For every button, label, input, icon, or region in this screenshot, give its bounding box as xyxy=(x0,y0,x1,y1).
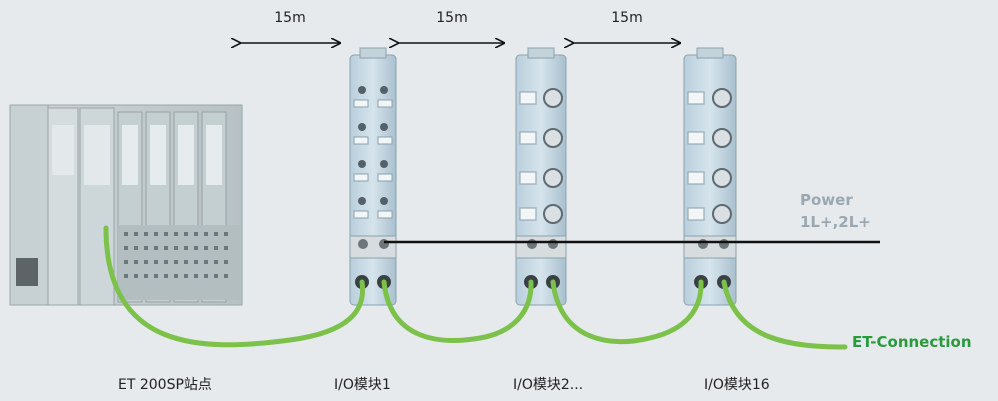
distance-label-1: 15m xyxy=(274,10,306,26)
module1-label: I/O模块1 xyxy=(334,377,391,393)
et-connection-cable xyxy=(103,225,848,350)
io-module-16 xyxy=(683,47,737,306)
station-label: ET 200SP站点 xyxy=(118,377,212,393)
module2-label: I/O模块2... xyxy=(513,377,584,393)
io-module-2 xyxy=(515,47,567,306)
power-label: Power 1L+,2L+ xyxy=(800,189,871,233)
power-label-line1: Power xyxy=(800,191,853,209)
et-connection-label: ET-Connection xyxy=(852,333,972,351)
et200sp-station xyxy=(9,104,243,306)
io-module-1 xyxy=(349,47,397,306)
distance-label-2: 15m xyxy=(436,10,468,26)
power-label-line2: 1L+,2L+ xyxy=(800,213,871,231)
module16-label: I/O模块16 xyxy=(704,377,770,393)
distance-label-3: 15m xyxy=(611,10,643,26)
